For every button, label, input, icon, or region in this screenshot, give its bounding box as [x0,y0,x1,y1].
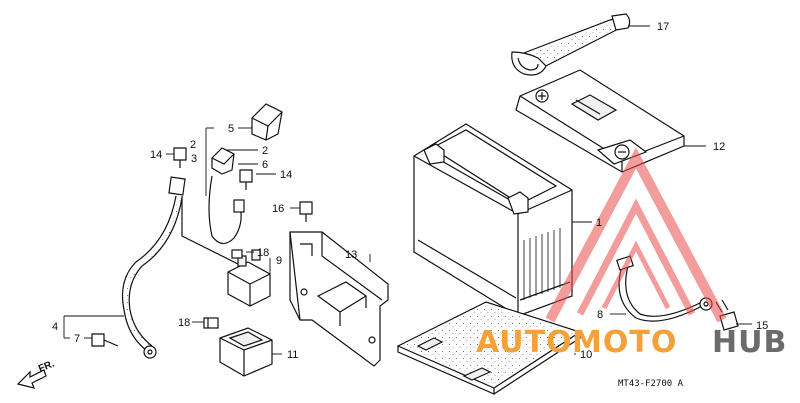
callout-14-left: 14 [150,149,162,161]
callout-15: 15 [756,320,768,332]
relay-lead-wire [181,175,245,265]
callout-12: 12 [713,141,725,153]
callout-11: 11 [287,349,298,361]
callout-7: 7 [74,333,80,345]
callout-14-right: 14 [280,169,292,181]
fuse-18-upper [231,249,243,259]
callout-18-lower: 18 [178,317,190,329]
bolt-16 [299,201,313,222]
battery-case-cover [515,69,685,173]
battery [413,123,573,317]
battery-strap [511,13,631,76]
fuse-case [219,327,273,377]
starter-cable [121,176,186,359]
callout-6: 6 [262,159,268,171]
bolt-14-right [239,169,253,190]
leader-lines [63,25,752,355]
watermark-word-auto: AUTO [476,325,573,360]
callout-3: 3 [191,153,197,165]
front-direction-indicator: FR. [16,358,56,389]
callout-8: 8 [597,309,603,321]
callout-18-upper: 18 [257,247,269,259]
callout-9: 9 [276,255,282,267]
callout-16: 16 [272,203,284,215]
callout-10: 10 [580,349,592,361]
callout-17: 17 [657,21,669,33]
front-arrow-icon [16,369,47,389]
starter-relay [227,249,271,307]
callout-4: 4 [52,321,58,333]
battery-tray-rubber [396,301,582,395]
callout-5: 5 [228,123,234,135]
callout-13: 13 [345,249,357,261]
battery-holder-bracket [289,231,389,367]
terminal-cover-5 [251,103,283,141]
callout-1: 1 [596,217,602,229]
watermark-word-hub: HUB [712,325,787,360]
drawing-reference-code: MT43-F2700 A [618,379,684,389]
callout-numbers: 17 12 1 13 10 8 15 5 2 3 2 6 14 14 16 18… [52,21,768,361]
callout-2-upper: 2 [190,139,196,151]
callout-2-lower: 2 [262,145,268,157]
automotohub-watermark: AUTO MOTO HUB [476,147,787,360]
bolt-7 [91,333,119,347]
front-direction-label: FR. [37,358,56,374]
fuse-18-lower [203,317,219,329]
bolt-14-left [173,147,187,168]
terminal-cover-6 [211,147,235,175]
watermark-word-moto: MOTO [572,325,677,360]
